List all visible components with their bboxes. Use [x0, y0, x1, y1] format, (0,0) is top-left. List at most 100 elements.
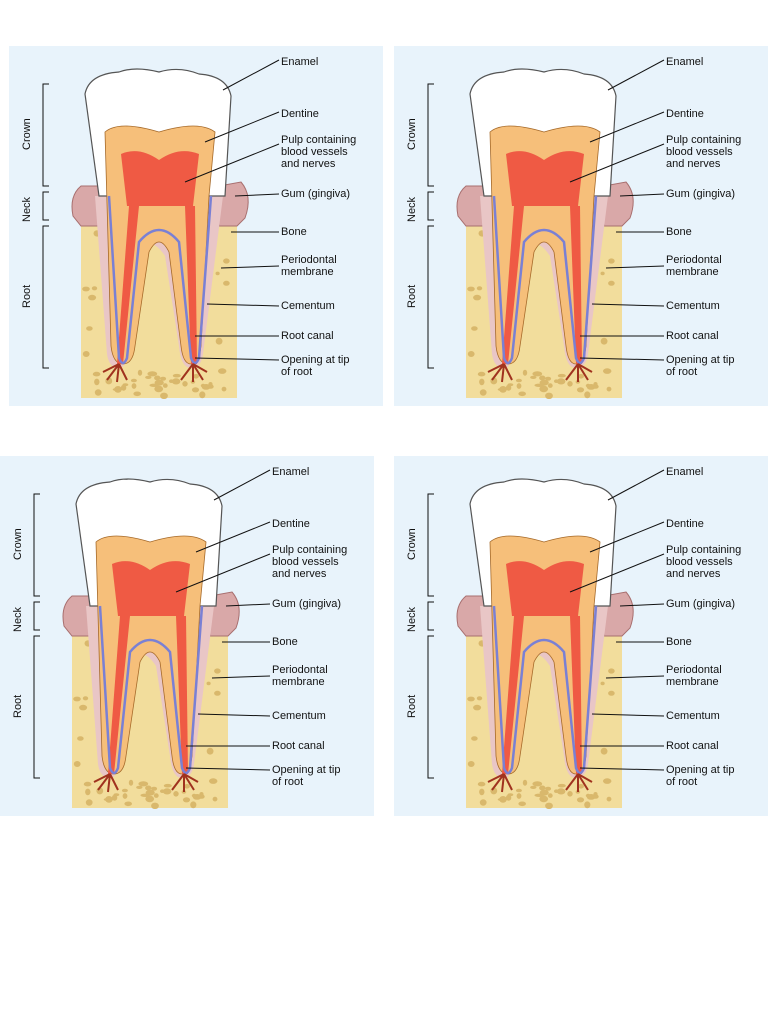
tooth-diagram-top-right: Crown Neck Root Enamel Dentine Pulp cont… [394, 46, 768, 406]
bone-spot [592, 794, 599, 799]
bone-spot [182, 797, 191, 803]
bone-spot [154, 385, 164, 393]
tooth-diagram-bottom-right: Crown Neck Root Enamel Dentine Pulp cont… [394, 456, 768, 816]
bone-spot [505, 384, 512, 391]
section-label-root: Root [406, 694, 418, 718]
bone-spot [545, 392, 553, 399]
bone-spot [121, 788, 128, 793]
label-membrane-line-2: membrane [281, 266, 334, 278]
bone-spot [557, 783, 566, 788]
bone-spot [151, 802, 159, 809]
bone-spot [530, 375, 537, 379]
bone-spot [515, 788, 522, 793]
bone-spot [198, 794, 205, 799]
label-gum: Gum (gingiva) [666, 188, 736, 200]
bone-spot [94, 389, 102, 396]
bone-spot [171, 378, 181, 385]
label-membrane-line-1: Periodontal [272, 664, 328, 676]
bone-spot [147, 371, 158, 377]
bone-spot [608, 258, 615, 264]
nerve-line [492, 195, 598, 365]
label-pulp-line-3: and nerves [281, 158, 336, 170]
bone-spot [162, 788, 172, 795]
label-opening-line-2: of root [666, 776, 698, 788]
bone-spot [160, 789, 165, 793]
bone-spot [214, 690, 221, 696]
label-pulp-line-1: Pulp containing [666, 544, 742, 556]
bone-spot [539, 795, 549, 803]
bone-spot [539, 385, 549, 393]
bracket-root [33, 635, 40, 779]
bone-spot [122, 793, 128, 799]
label-cementum: Cementum [281, 300, 335, 312]
label-membrane-line-2: membrane [272, 676, 325, 688]
bone-spot [190, 801, 197, 809]
bracket-crown [33, 493, 40, 597]
section-label-crown: Crown [406, 118, 418, 150]
bone-spots [73, 640, 221, 809]
tooth-illustration [0, 456, 374, 816]
gum-left [456, 595, 487, 637]
label-opening-line-1: Opening at tip [281, 354, 350, 366]
label-pulp: Pulp containing blood vessels and nerves [272, 544, 347, 580]
root-canal-right [570, 206, 582, 364]
label-membrane-line-1: Periodontal [281, 254, 337, 266]
bone-spot [85, 799, 93, 806]
label-root-canal: Root canal [281, 330, 334, 342]
bone-spot [145, 795, 155, 803]
label-opening-line-1: Opening at tip [666, 764, 735, 776]
label-membrane-line-1: Periodontal [666, 664, 722, 676]
bone-spot [79, 704, 88, 711]
bone-spot [137, 369, 143, 376]
bone-spot [554, 789, 559, 793]
bone-spot [467, 761, 475, 767]
label-pulp-line-3: and nerves [272, 568, 327, 580]
bone-spot [91, 286, 98, 291]
bone-spot [145, 375, 152, 379]
bone-spot [149, 383, 159, 387]
label-pulp-line-1: Pulp containing [272, 544, 348, 556]
bone-spot [120, 384, 127, 391]
bracket-root [427, 225, 434, 369]
gum-left [62, 595, 93, 637]
label-pulp-line-1: Pulp containing [666, 134, 742, 146]
label-pulp-line-2: blood vessels [666, 146, 733, 158]
bone-spot [88, 294, 97, 301]
root-tip-right [171, 773, 199, 792]
bone-spot [606, 386, 612, 392]
bracket-crown [42, 83, 49, 187]
bone-spot [151, 786, 158, 791]
bone-spot [184, 784, 190, 789]
label-enamel: Enamel [272, 466, 310, 478]
bone-spot [479, 378, 485, 386]
bone-spot [534, 383, 544, 387]
bone-spot [218, 368, 227, 374]
label-dentine: Dentine [281, 108, 319, 120]
bone-spot [85, 782, 90, 787]
bone-spot [471, 326, 478, 331]
root-tip-left [487, 773, 513, 793]
tooth-illustration [9, 46, 383, 406]
bone-spot [223, 258, 230, 264]
root-canal-right [570, 616, 582, 774]
tooth-diagram-top-left: Crown Neck Root Enamel Dentine Pulp cont… [9, 46, 383, 406]
bone-spot [223, 280, 230, 286]
bone-spot [603, 778, 612, 784]
bone-spot [215, 337, 223, 345]
bone-spot [556, 378, 566, 385]
section-label-crown: Crown [406, 528, 418, 560]
section-label-neck: Neck [12, 606, 24, 632]
bone-spot [567, 791, 573, 797]
bone-spot [479, 788, 485, 796]
bone-spot [130, 378, 137, 383]
bone-spot [567, 381, 573, 387]
bracket-crown [427, 493, 434, 597]
nerve-line [492, 605, 598, 775]
bone-spot [584, 801, 591, 809]
bracket-neck [33, 601, 40, 631]
nerve-line [107, 195, 213, 365]
bone-spot [505, 794, 512, 801]
gum-right [218, 181, 249, 227]
bone-spot [499, 796, 507, 803]
bone-spot [207, 384, 214, 389]
